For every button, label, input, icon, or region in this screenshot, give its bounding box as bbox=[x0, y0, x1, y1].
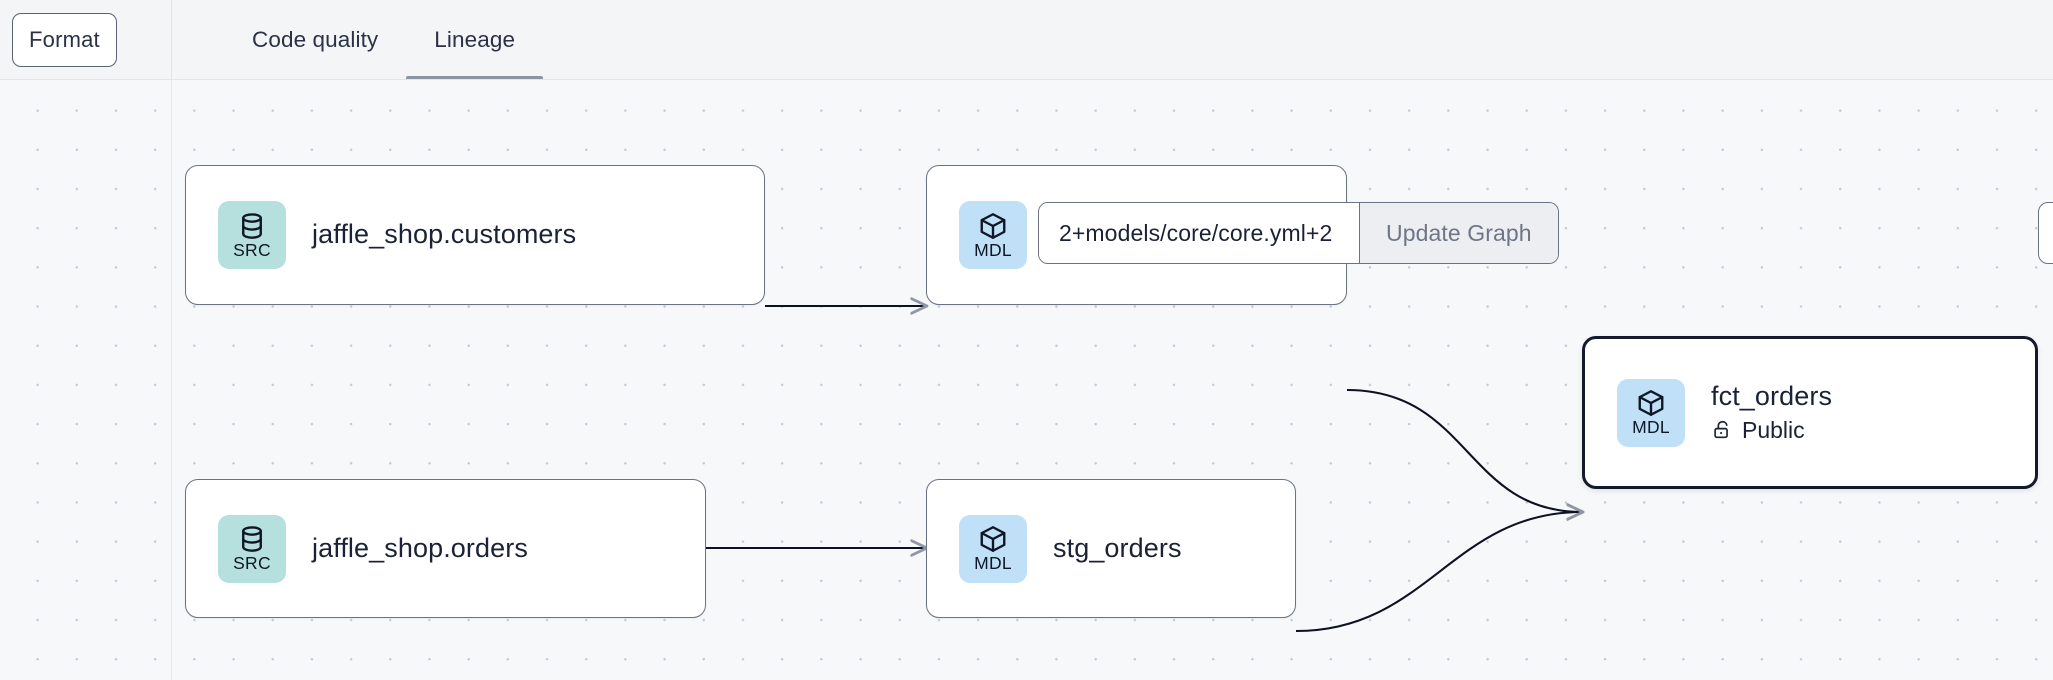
node-body: stg_orders bbox=[1053, 533, 1182, 565]
database-icon bbox=[242, 526, 262, 553]
node-title: fct_orders bbox=[1711, 381, 1833, 412]
edge-stg-orders-to-fct-orders bbox=[1295, 512, 1582, 633]
toolbar-bottom-divider bbox=[0, 79, 2053, 80]
lineage-node-fct-orders[interactable]: MDL fct_orders Public bbox=[1582, 336, 2038, 489]
toolbar: Format Code quality Lineage bbox=[0, 0, 2053, 80]
badge-src: SRC bbox=[218, 514, 286, 583]
lineage-node-src-orders[interactable]: SRC jaffle_shop.orders bbox=[185, 479, 706, 618]
node-body: jaffle_shop.orders bbox=[312, 533, 528, 565]
graph-selector-group: Update Graph bbox=[1038, 202, 1559, 264]
badge-label: SRC bbox=[233, 239, 271, 260]
edge-stg-customers-to-fct-orders bbox=[1346, 388, 1582, 512]
badge-label: SRC bbox=[233, 553, 271, 574]
node-title: jaffle_shop.orders bbox=[312, 532, 528, 563]
graph-selector-input[interactable] bbox=[1039, 203, 1359, 263]
cube-icon bbox=[980, 212, 1006, 239]
unlock-icon bbox=[1714, 421, 1728, 439]
tab-lineage[interactable]: Lineage bbox=[406, 0, 543, 80]
graph-extra-control[interactable] bbox=[2038, 202, 2053, 264]
database-icon bbox=[242, 212, 262, 239]
cube-icon bbox=[1638, 390, 1664, 417]
toolbar-left-group: Format bbox=[0, 0, 172, 80]
lineage-node-stg-orders[interactable]: MDL stg_orders bbox=[926, 479, 1296, 618]
node-title: stg_orders bbox=[1053, 532, 1182, 563]
badge-mdl: MDL bbox=[959, 514, 1027, 583]
badge-label: MDL bbox=[974, 239, 1012, 260]
node-body: fct_orders Public bbox=[1711, 381, 1832, 443]
node-body: jaffle_shop.customers bbox=[312, 219, 576, 251]
badge-mdl: MDL bbox=[959, 201, 1027, 269]
update-graph-button[interactable]: Update Graph bbox=[1359, 203, 1558, 263]
node-visibility: Public bbox=[1711, 417, 1832, 443]
node-title: jaffle_shop.customers bbox=[312, 219, 577, 250]
lineage-node-src-customers[interactable]: SRC jaffle_shop.customers bbox=[185, 165, 765, 305]
lineage-canvas[interactable]: SRC jaffle_shop.customers MDL stg_custom… bbox=[0, 80, 2053, 680]
badge-mdl: MDL bbox=[1617, 378, 1685, 447]
node-visibility-label: Public bbox=[1742, 417, 1805, 444]
badge-src: SRC bbox=[218, 201, 286, 269]
cube-icon bbox=[980, 526, 1006, 553]
tab-code-quality[interactable]: Code quality bbox=[252, 27, 379, 52]
badge-label: MDL bbox=[974, 553, 1012, 574]
canvas-left-rail bbox=[171, 80, 172, 680]
format-button[interactable]: Format bbox=[12, 13, 117, 67]
badge-label: MDL bbox=[1632, 417, 1670, 438]
tab-bar: Code quality Lineage bbox=[172, 0, 543, 80]
